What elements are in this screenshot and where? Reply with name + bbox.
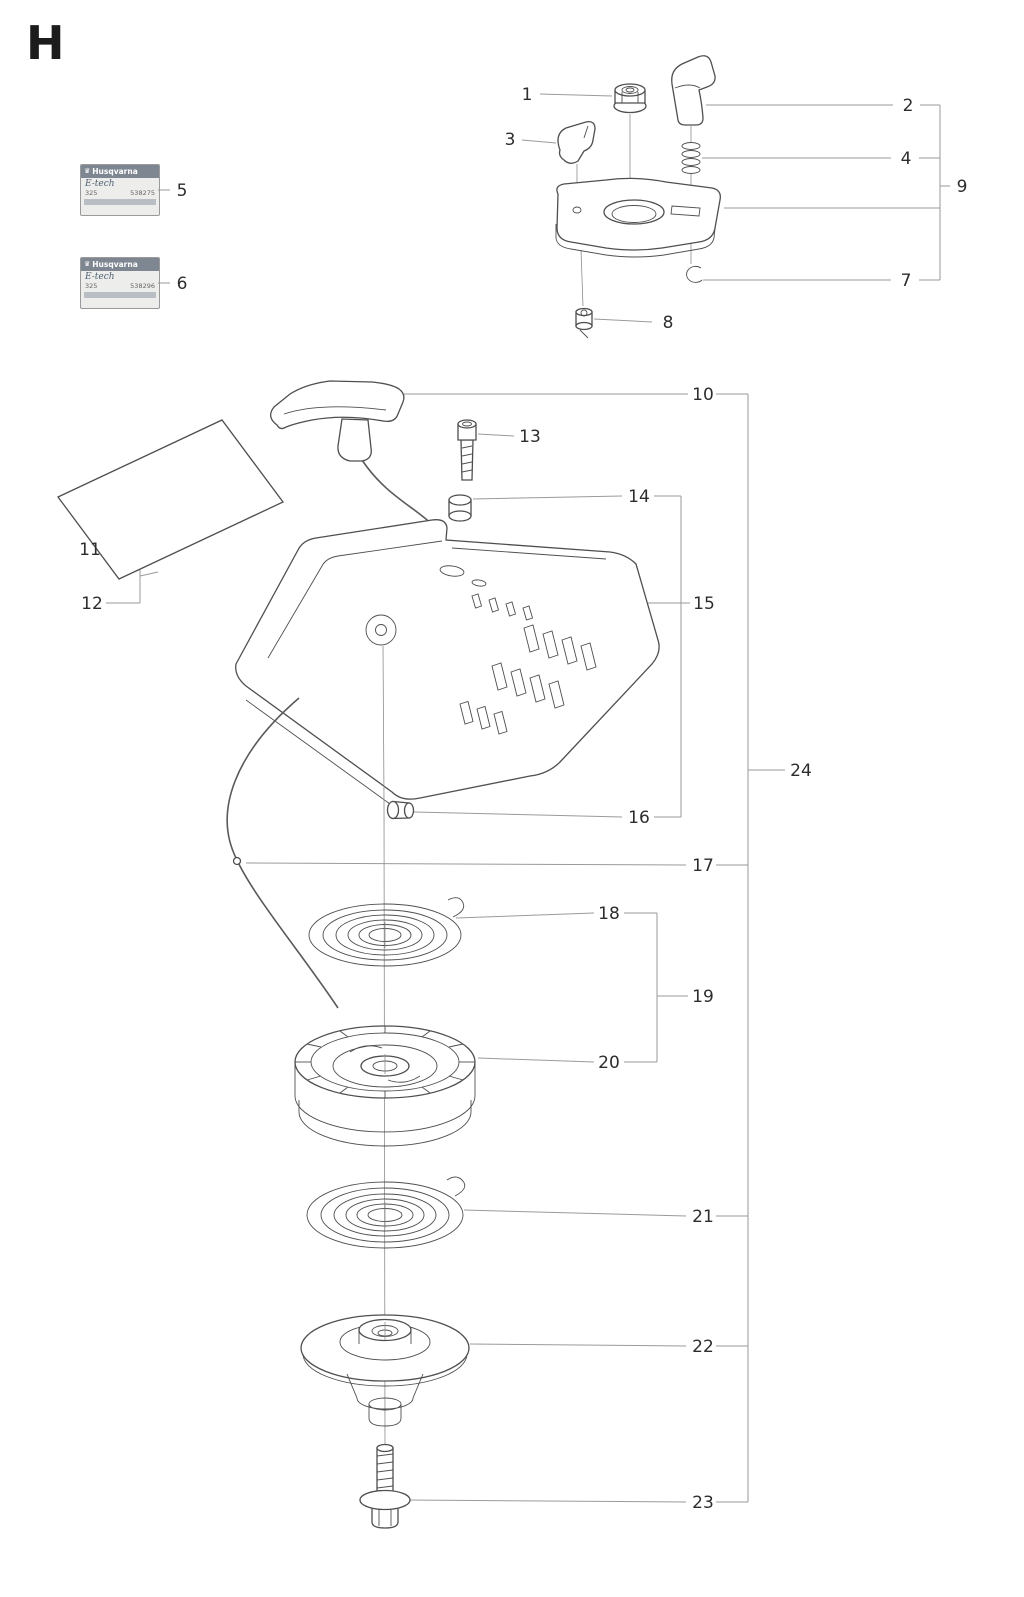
callout-2: 2: [903, 96, 914, 116]
bolt-part-13: [457, 419, 477, 481]
callout-21: 21: [692, 1207, 714, 1227]
label-code-row: 325 538275: [81, 189, 159, 197]
bracket-plate-part: [555, 177, 721, 258]
bolt-part-23: [359, 1443, 411, 1529]
screw-part-8: [575, 307, 593, 339]
callout-13: 13: [519, 427, 541, 447]
callout-6: 6: [177, 274, 188, 294]
rope-bead-17: [232, 856, 242, 866]
coil-spring-part: [681, 142, 701, 174]
callout-10: 10: [692, 385, 714, 405]
recoil-spring-21: [306, 1176, 466, 1249]
callout-19: 19: [692, 987, 714, 1007]
flange-nut-part: [613, 83, 647, 114]
label-model: 325: [85, 282, 98, 290]
recoil-spring-18: [308, 897, 465, 967]
label-series: E-tech: [85, 179, 115, 189]
product-label-6: ♛ Husqvarna E-tech 325 538296: [80, 257, 160, 309]
callout-numbers: 1 2 3 4 5 6 7 8 9 10 11 12 13 14 15 16 1…: [79, 85, 967, 1513]
c-clip-part: [686, 265, 703, 283]
callout-22: 22: [692, 1337, 714, 1357]
leader-lines: [104, 93, 950, 1503]
instruction-sheet: [57, 419, 284, 580]
starter-cover: [235, 519, 660, 805]
callout-11: 11: [79, 540, 101, 560]
label-serial: 538296: [130, 282, 155, 290]
page-title: H: [26, 16, 64, 70]
callout-8: 8: [663, 313, 674, 333]
starter-rope-lower: [226, 697, 339, 1009]
pulley-castellations: [295, 1026, 475, 1098]
husqvarna-crown-icon: ♛: [84, 260, 91, 268]
lever-part: [557, 121, 596, 164]
assembly-axis: [382, 645, 385, 801]
spacer-part-14: [448, 494, 472, 522]
label-code-row: 325 538296: [81, 282, 159, 290]
label-series: E-tech: [85, 272, 115, 282]
plug-part-16: [386, 800, 415, 820]
cover-vent-slots: [459, 593, 597, 735]
label-barcode: [84, 199, 156, 205]
callout-4: 4: [901, 149, 912, 169]
starter-handle: [270, 380, 445, 543]
callout-18: 18: [598, 904, 620, 924]
callout-16: 16: [628, 808, 650, 828]
label-serial: 538275: [130, 189, 155, 197]
handle-assembly-cluster: [555, 55, 721, 339]
callout-3: 3: [505, 130, 516, 150]
callout-9: 9: [957, 177, 968, 197]
label-brand: Husqvarna: [92, 167, 138, 176]
callout-12: 12: [81, 594, 103, 614]
handle-stem: [337, 418, 372, 462]
callout-17: 17: [692, 856, 714, 876]
label-barcode: [84, 292, 156, 298]
label-model: 325: [85, 189, 98, 197]
callout-23: 23: [692, 1493, 714, 1513]
callout-7: 7: [901, 271, 912, 291]
husqvarna-crown-icon: ♛: [84, 167, 91, 175]
label-brand: Husqvarna: [92, 260, 138, 269]
callout-1: 1: [522, 85, 533, 105]
callout-14: 14: [628, 487, 650, 507]
handle-grip-part: [671, 55, 716, 126]
callout-15: 15: [693, 594, 715, 614]
callout-20: 20: [598, 1053, 620, 1073]
callout-5: 5: [177, 181, 188, 201]
label-header: ♛ Husqvarna: [81, 165, 159, 178]
callout-24: 24: [790, 761, 812, 781]
handle-grip: [270, 380, 405, 430]
starter-pulley-20: [294, 1025, 476, 1147]
product-label-5: ♛ Husqvarna E-tech 325 538275: [80, 164, 160, 216]
label-header: ♛ Husqvarna: [81, 258, 159, 271]
